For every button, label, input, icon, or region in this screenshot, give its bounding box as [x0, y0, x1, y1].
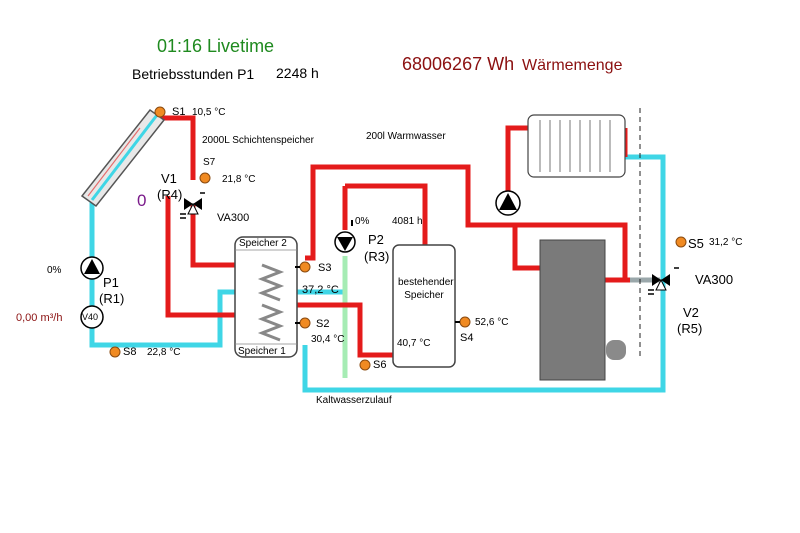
sensor-s8-value: 22,8 °C [147, 347, 181, 358]
valve-v2 [648, 267, 679, 295]
flow-meter-icon [80, 305, 104, 329]
heat-exchanger-coil-upper [257, 263, 285, 302]
sensor-s3-name: S3 [318, 262, 332, 274]
sensor-ticks [295, 220, 460, 324]
sensor-s6-value: 40,7 °C [397, 338, 431, 349]
hot-water-tank-label: 200l Warmwasser [366, 131, 446, 142]
pump-p1-name: P1 [103, 275, 119, 290]
pump-p1-percent: 0% [47, 265, 62, 276]
pump-p2-name: P2 [368, 232, 384, 247]
cold-pipe-collector-loop [89, 196, 262, 348]
pump-p2 [334, 231, 356, 253]
sensors [109, 106, 687, 371]
sensor-s5-name: S5 [688, 236, 704, 251]
cold-water-inlet-label: Kaltwasserzulauf [316, 395, 392, 406]
sensor-s6-dot [359, 359, 371, 371]
flow-meter-label: V40 [82, 312, 99, 322]
sensor-s3-value: 37,2 °C [302, 284, 339, 296]
hot-pipe-to-s6 [262, 302, 395, 358]
sensor-s1-value: 10,5 °C [192, 107, 226, 118]
sensor-s2-value: 30,4 °C [311, 334, 345, 345]
hot-pipe-ww [345, 183, 428, 245]
valve-v1-name: V1 [161, 171, 177, 186]
layered-tank-label: 2000L Schichtenspeicher [202, 135, 314, 146]
pump-radiator [495, 190, 521, 216]
heat-exchanger-coil-lower [257, 303, 285, 342]
speicher-1-label: Speicher 1 [238, 346, 286, 357]
sensor-s4-value: 52,6 °C [475, 317, 509, 328]
operating-hours-value: 2248 h [276, 65, 319, 81]
hot-pipe-collector-top [160, 115, 196, 180]
hot-pipe-boiler-top [512, 225, 540, 271]
boiler [539, 239, 626, 381]
sensor-s4-dot [459, 316, 471, 328]
valve-v1 [180, 192, 205, 219]
valve-v1-relay: (R4) [157, 187, 183, 202]
pump-p2-percent: 0% [355, 216, 370, 227]
sensor-s2-name: S2 [316, 318, 330, 330]
sensor-s1-dot [154, 106, 166, 118]
cold-pipe-return [302, 154, 666, 393]
sensor-s4-name: S4 [460, 332, 474, 344]
sensor-s5-value: 31,2 °C [709, 237, 743, 248]
pump-p1-flow: 0,00 m³/h [16, 312, 63, 324]
sensor-s8-name: S8 [123, 346, 137, 358]
pump-p1 [80, 256, 104, 280]
sensor-s7-name: S7 [203, 157, 216, 168]
radiator [527, 114, 626, 178]
sensor-s7-value: 21,8 °C [222, 174, 256, 185]
pump-p2-relay: (R3) [364, 249, 390, 264]
energy-label: Wärmemenge [522, 57, 623, 74]
pump-p2-hours: 4081 h [392, 216, 423, 227]
existing-tank-label-2: Speicher [404, 290, 444, 301]
sensor-s8-dot [109, 346, 121, 358]
energy-value: 68006267 Wh [402, 54, 515, 74]
valve-v2-type: VA300 [695, 272, 734, 287]
hot-pipe-v1-left [165, 196, 262, 318]
valve-v1-state: 0 [137, 191, 147, 210]
sensor-s6-name: S6 [373, 359, 387, 371]
sensor-s7-dot [199, 172, 211, 184]
sensor-s2-dot [299, 317, 311, 329]
solar-collector [80, 108, 166, 208]
operating-hours-label: Betriebsstunden P1 [132, 66, 255, 82]
layered-storage-tank [234, 236, 298, 358]
sensor-s1-name: S1 [172, 106, 186, 118]
existing-tank-label-1: bestehender [398, 277, 454, 288]
hot-pipe-top-main [305, 164, 628, 283]
pump-p1-relay: (R1) [99, 291, 125, 306]
livetime-label: 01:16 Livetime [157, 36, 275, 56]
speicher-2-label: Speicher 2 [239, 238, 287, 249]
hot-pipe-radiator [505, 125, 528, 195]
existing-hot-water-tank [392, 244, 456, 368]
sensor-s3-dot [299, 261, 311, 273]
valve-v2-relay: (R5) [677, 321, 703, 336]
valve-v2-name: V2 [683, 305, 699, 320]
valve-v1-type: VA300 [217, 212, 250, 224]
sensor-s5-dot [675, 236, 687, 248]
